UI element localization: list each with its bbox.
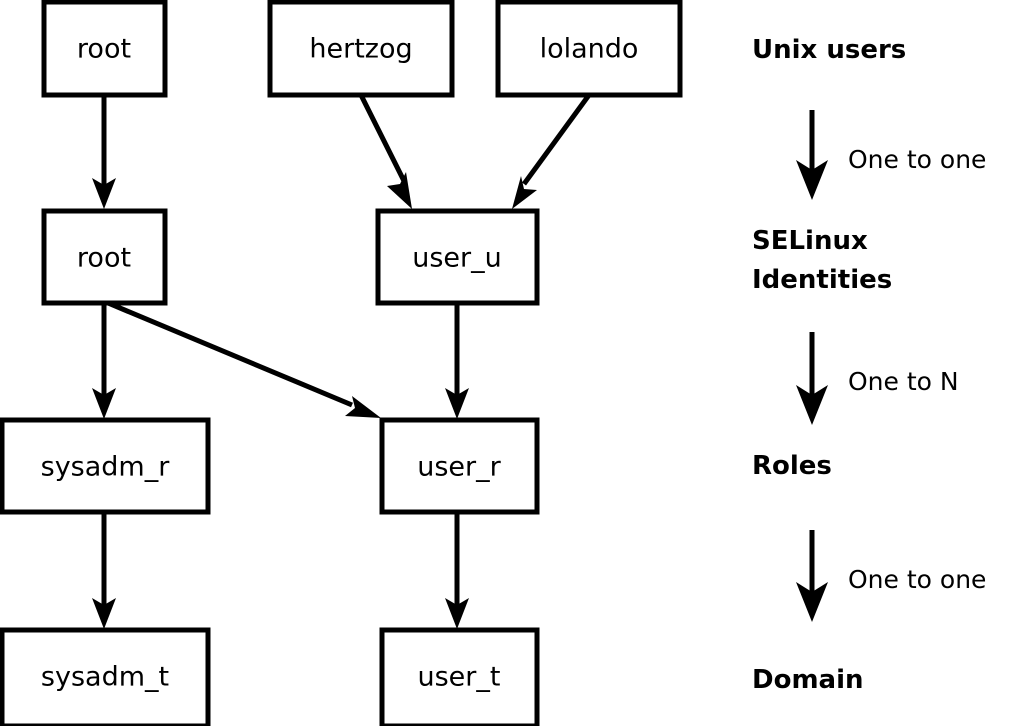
node-unix-root[interactable]: root — [41, 0, 168, 98]
legend-layer-unix-users: Unix users — [752, 35, 906, 65]
node-label: lolando — [540, 34, 639, 65]
node-unix-hertzog[interactable]: hertzog — [267, 0, 455, 98]
legend-relation-one-to-one-domain: One to one — [848, 565, 986, 594]
legend-layer-selinux-identities-line1: SELinux — [752, 226, 868, 256]
node-label: sysadm_r — [41, 452, 171, 483]
node-unix-lolando[interactable]: lolando — [495, 0, 683, 98]
edge-user-r-to-user-t — [445, 512, 469, 629]
legend-layer-selinux-identities-line2: Identities — [752, 265, 892, 295]
legend-layer-domain: Domain — [752, 665, 864, 695]
node-label: sysadm_t — [41, 662, 169, 693]
node-identity-user-u[interactable]: user_u — [375, 208, 540, 306]
node-domain-sysadm-t[interactable]: sysadm_t — [0, 627, 211, 726]
legend-arrow-one-to-one-domain — [796, 530, 828, 622]
edge-identity-root-to-sysadm-r — [92, 303, 116, 419]
legend-relation-one-to-one-identity: One to one — [848, 145, 986, 174]
legend-arrow-one-to-n-roles — [796, 332, 828, 425]
edge-sysadm-r-to-sysadm-t — [92, 512, 116, 629]
edge-lolando-to-user-u — [512, 93, 592, 209]
edge-unix-root-to-identity-root — [92, 95, 116, 209]
node-role-sysadm-r[interactable]: sysadm_r — [0, 417, 211, 515]
node-identity-root[interactable]: root — [41, 208, 168, 306]
node-label: user_t — [418, 662, 501, 693]
node-label: root — [77, 243, 131, 274]
node-label: user_u — [412, 243, 502, 274]
edge-identity-root-to-user-r — [107, 300, 381, 418]
node-label: hertzog — [309, 34, 412, 65]
legend-relation-one-to-n-roles: One to N — [848, 367, 959, 396]
node-role-user-r[interactable]: user_r — [379, 417, 540, 515]
node-label: root — [77, 34, 131, 65]
edge-hertzog-to-user-u — [358, 93, 412, 209]
node-domain-user-t[interactable]: user_t — [379, 627, 540, 726]
legend-layer-roles: Roles — [752, 451, 832, 481]
edge-user-u-to-user-r — [445, 303, 469, 419]
node-label: user_r — [417, 452, 501, 483]
legend-arrow-one-to-one-identity — [796, 110, 828, 200]
